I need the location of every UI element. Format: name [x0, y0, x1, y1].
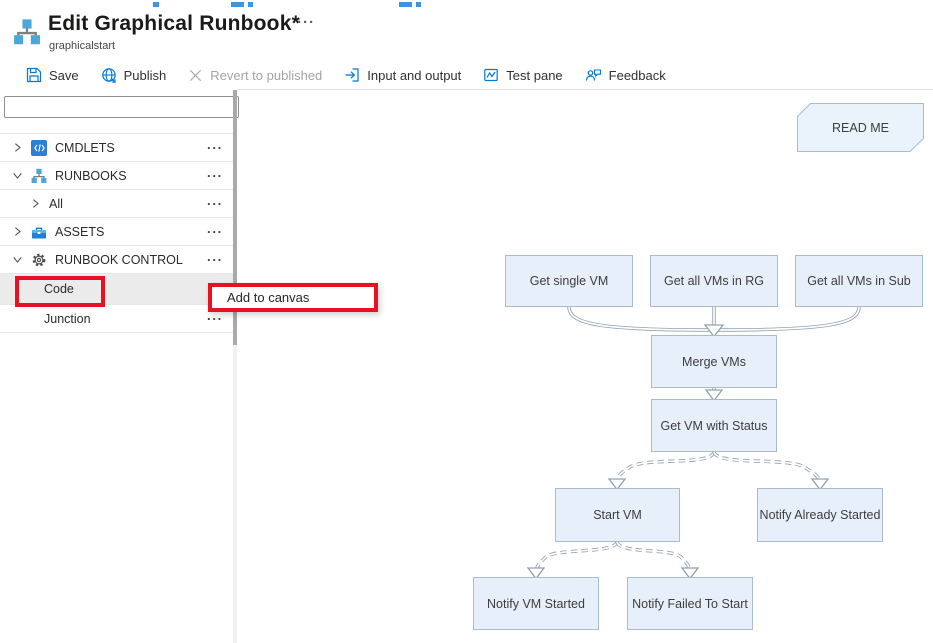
readme-shape	[797, 103, 924, 152]
save-label: Save	[49, 67, 79, 83]
node-label: Get single VM	[529, 274, 609, 288]
graphical-runbook-icon	[14, 19, 40, 45]
flow-node-notify-vm-started[interactable]: Notify VM Started	[473, 577, 599, 630]
top-artifact	[416, 2, 421, 7]
menu-item-label: Add to canvas	[227, 290, 310, 305]
row-more-button[interactable]: ···	[207, 140, 223, 155]
row-more-button[interactable]: ···	[207, 252, 223, 267]
sidebar-item-all[interactable]: All ···	[0, 190, 233, 218]
sidebar-item-label: RUNBOOKS	[55, 168, 127, 183]
save-button[interactable]: Save	[26, 67, 79, 83]
command-bar: Save Publish Revert to published Input a…	[26, 62, 666, 88]
node-label: Get VM with Status	[660, 418, 768, 433]
node-label: Get all VMs in Sub	[807, 274, 911, 288]
feedback-icon	[585, 69, 601, 81]
canvas-top-border	[237, 89, 933, 90]
sidebar-item-label: Code	[44, 282, 74, 296]
sidebar-scrollbar-thumb[interactable]	[233, 90, 237, 345]
row-more-button[interactable]: ···	[207, 224, 223, 239]
flow-node-get-all-vms-in-rg[interactable]: Get all VMs in RG	[650, 255, 778, 307]
sidebar-scrollbar-track[interactable]	[233, 90, 237, 643]
node-label: Notify Already Started	[759, 508, 881, 522]
runbooks-icon	[31, 168, 47, 183]
flow-node-get-vm-with-status[interactable]: Get VM with Status	[651, 399, 777, 452]
flow-node-start-vm[interactable]: Start VM	[555, 488, 680, 542]
close-icon	[190, 69, 202, 81]
top-artifact	[231, 2, 244, 7]
flow-node-notify-already-started[interactable]: Notify Already Started	[757, 488, 883, 542]
node-label: READ ME	[832, 120, 889, 135]
library-tree: CMDLETS ··· RUNBOOKS ··· All ··· ASSETS …	[0, 133, 233, 333]
flow-node-get-single-vm[interactable]: Get single VM	[505, 255, 633, 307]
feedback-button[interactable]: Feedback	[585, 67, 666, 83]
revert-label: Revert to published	[210, 67, 323, 83]
save-icon	[26, 67, 42, 83]
sidebar-item-assets[interactable]: ASSETS ···	[0, 218, 233, 246]
chevron-right-icon	[15, 227, 21, 236]
top-artifact	[399, 2, 412, 7]
flow-node-merge-vms[interactable]: Merge VMs	[651, 335, 777, 388]
sidebar-item-code[interactable]: Code	[0, 274, 233, 305]
assets-icon	[32, 227, 46, 238]
page-subtitle: graphicalstart	[49, 40, 116, 52]
sidebar-item-runbooks[interactable]: RUNBOOKS ···	[0, 162, 233, 190]
gear-icon	[32, 253, 46, 266]
page-title: Edit Graphical Runbook*	[48, 12, 300, 35]
header-more-button[interactable]: ···	[297, 14, 315, 31]
chevron-down-icon	[13, 173, 22, 179]
input-output-icon	[345, 68, 359, 82]
revert-to-published-button[interactable]: Revert to published	[188, 68, 322, 83]
top-artifact	[248, 2, 253, 7]
chevron-right-icon	[33, 199, 39, 208]
cmdlets-icon	[31, 139, 47, 156]
flow-node-notify-failed-to-start[interactable]: Notify Failed To Start	[627, 577, 753, 630]
input-and-output-button[interactable]: Input and output	[344, 67, 461, 83]
test-pane-icon	[484, 68, 499, 82]
publish-button[interactable]: Publish	[101, 67, 167, 83]
node-label: Start VM	[593, 508, 642, 522]
flow-node-get-all-vms-in-sub[interactable]: Get all VMs in Sub	[795, 255, 923, 307]
sidebar-item-junction[interactable]: Junction ···	[0, 305, 233, 333]
node-label: Notify VM Started	[487, 596, 585, 611]
row-more-button[interactable]: ···	[207, 168, 223, 183]
row-more-button[interactable]: ···	[207, 196, 223, 211]
sidebar-item-label: Junction	[44, 311, 91, 326]
feedback-label: Feedback	[608, 67, 666, 83]
node-label: Get all VMs in RG	[663, 274, 765, 288]
test-pane-button[interactable]: Test pane	[483, 67, 563, 83]
publish-label: Publish	[123, 67, 167, 83]
chevron-down-icon	[13, 257, 22, 263]
input-output-label: Input and output	[367, 67, 462, 83]
sidebar-item-label: ASSETS	[55, 224, 105, 239]
top-artifact	[153, 2, 159, 7]
sidebar-item-label: All	[49, 196, 63, 211]
node-label: Notify Failed To Start	[632, 596, 748, 611]
sidebar-item-label: CMDLETS	[55, 140, 115, 155]
test-pane-label: Test pane	[506, 67, 563, 83]
row-more-button[interactable]: ···	[207, 311, 223, 326]
sidebar-item-runbook-control[interactable]: RUNBOOK CONTROL ···	[0, 246, 233, 274]
flow-node-readme[interactable]: READ ME	[797, 103, 924, 152]
node-label: Merge VMs	[682, 354, 746, 369]
sidebar-item-label: RUNBOOK CONTROL	[55, 252, 183, 267]
publish-icon	[101, 68, 116, 83]
chevron-right-icon	[15, 143, 21, 152]
search-input[interactable]	[4, 96, 239, 118]
context-menu-add-to-canvas[interactable]: Add to canvas	[208, 283, 378, 312]
sidebar-item-cmdlets[interactable]: CMDLETS ···	[0, 134, 233, 162]
